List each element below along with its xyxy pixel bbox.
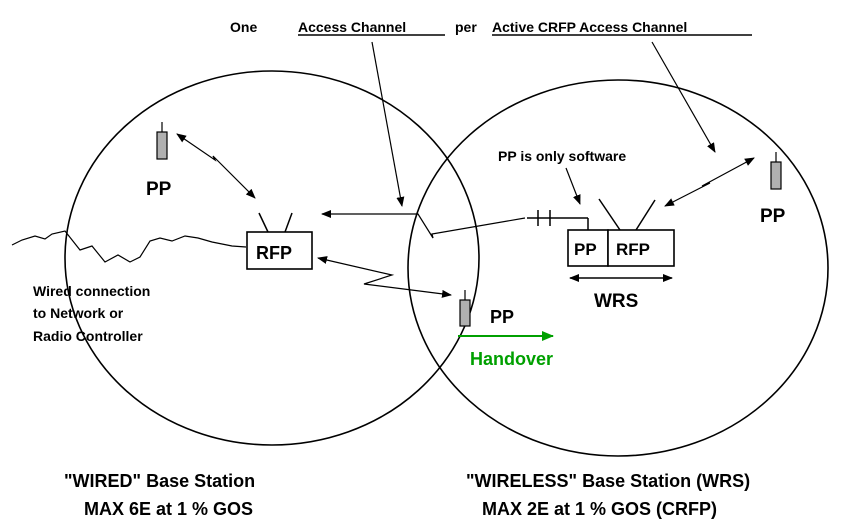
- wired-connection-line: [11, 230, 247, 263]
- wired-caption-2: MAX 6E at 1 % GOS: [84, 499, 253, 519]
- top-label-prefix: One: [230, 19, 257, 35]
- pp-label-mobile: PP: [490, 307, 514, 327]
- rfp-antenna-right: [284, 212, 293, 233]
- pp-box-wrs: [567, 229, 609, 267]
- top-label-access-channel: Access Channel: [298, 19, 406, 35]
- wired-cell-circle: [64, 70, 480, 446]
- top-label-active-crfp: Active CRFP Access Channel: [492, 19, 687, 35]
- pp-handset-mobile: [459, 299, 471, 327]
- arrow-pp-software: [565, 167, 581, 205]
- wireless-cell-circle: [407, 79, 829, 457]
- radio-link-left-pp-rfp: [176, 133, 256, 199]
- wired-caption-1: "WIRED" Base Station: [64, 471, 255, 491]
- wireless-caption-1: "WIRELESS" Base Station (WRS): [466, 471, 750, 491]
- top-label: One Access Channel per Active CRFP Acces…: [230, 19, 752, 36]
- radio-link-rfp-wrs: [321, 210, 526, 239]
- rfp-label-wired: RFP: [256, 243, 292, 263]
- pp-label-left: PP: [146, 179, 172, 200]
- pp-handset-left: [156, 131, 168, 160]
- wrs-rfp-antenna-left: [598, 198, 621, 231]
- wired-connection-text-1: Wired connection: [33, 283, 150, 299]
- arrow-active-crfp: [651, 41, 716, 153]
- rfp-box-wrs-label: RFP: [616, 240, 650, 259]
- wired-connection-text-3: Radio Controller: [33, 328, 143, 344]
- pp-software-note: PP is only software: [498, 148, 626, 164]
- radio-link-wrs-right-pp: [664, 157, 755, 207]
- wired-connection-text-2: to Network or: [33, 305, 124, 321]
- handover-label: Handover: [470, 349, 553, 369]
- wireless-caption-2: MAX 2E at 1 % GOS (CRFP): [482, 499, 717, 519]
- top-label-per: per: [455, 19, 477, 35]
- rfp-box-wrs: [607, 229, 675, 267]
- pp-box-label: PP: [574, 240, 597, 259]
- pp-handset-right: [770, 161, 782, 190]
- radio-link-rfp-mobile-pp: [317, 256, 452, 298]
- wrs-label: WRS: [594, 291, 638, 312]
- rfp-box-wired: [246, 231, 313, 270]
- pp-label-right: PP: [760, 206, 786, 227]
- arrow-access-channel: [371, 41, 405, 207]
- rfp-antenna-left: [258, 212, 269, 233]
- wrs-rfp-antenna-right: [635, 199, 656, 231]
